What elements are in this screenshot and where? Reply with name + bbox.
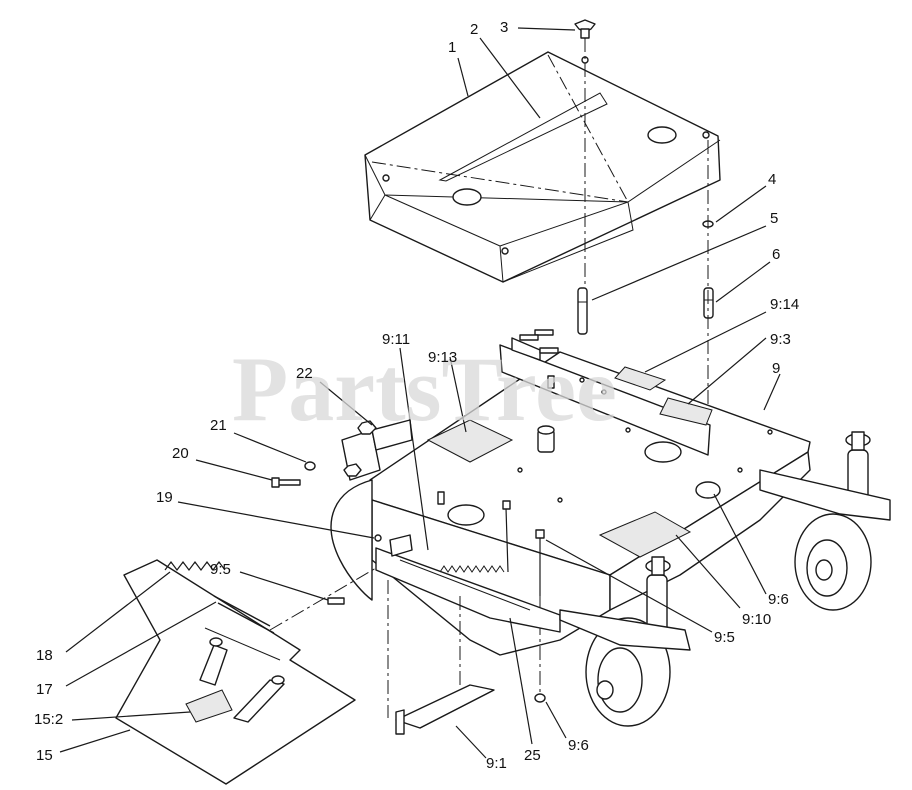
bolt-top-pair xyxy=(519,329,559,354)
spacer-pin-5 xyxy=(577,287,588,335)
caster-wheel-left xyxy=(559,556,691,727)
callout-9: 9 xyxy=(772,360,780,377)
washer-21 xyxy=(304,461,316,471)
callout-9-6-right: 9:6 xyxy=(768,591,789,608)
callout-9-11: 9:11 xyxy=(382,331,410,348)
top-cover xyxy=(364,51,721,283)
idler-plate xyxy=(695,481,721,499)
callout-9-10: 9:10 xyxy=(742,611,771,628)
nut-9-6 xyxy=(534,693,546,703)
callout-9-3: 9:3 xyxy=(770,331,791,348)
callout-4: 4 xyxy=(768,171,776,188)
hinge-rod-17 xyxy=(213,595,275,634)
callout-5: 5 xyxy=(770,210,778,227)
bolt-20 xyxy=(271,477,301,488)
decal-9-10 xyxy=(598,511,692,558)
decal-15-2 xyxy=(185,689,233,723)
deflector-bracket xyxy=(395,684,495,735)
callout-3: 3 xyxy=(500,19,508,36)
callout-9-1: 9:1 xyxy=(486,755,507,772)
callout-15: 15 xyxy=(36,747,53,764)
callout-1: 1 xyxy=(448,39,456,56)
discharge-chute xyxy=(115,559,356,785)
callout-21: 21 xyxy=(210,417,227,434)
callout-2: 2 xyxy=(470,21,478,38)
callout-15-2: 15:2 xyxy=(34,711,63,728)
caster-wheel-right xyxy=(759,431,891,611)
callout-20: 20 xyxy=(172,445,189,462)
callout-25: 25 xyxy=(524,747,541,764)
callout-9-5-left: 9:5 xyxy=(210,561,231,578)
torsion-spring-18 xyxy=(164,561,226,571)
callout-18: 18 xyxy=(36,647,53,664)
watermark-text: PartsTree xyxy=(232,338,617,440)
callout-9-6-bottom: 9:6 xyxy=(568,737,589,754)
callout-17: 17 xyxy=(36,681,53,698)
callout-9-5-right: 9:5 xyxy=(714,629,735,646)
spring-bar-25 xyxy=(439,565,505,573)
callout-9-14: 9:14 xyxy=(770,296,799,313)
bolt-9-5 xyxy=(327,597,345,605)
knob-fastener xyxy=(574,19,596,39)
callout-9-13: 9:13 xyxy=(428,349,457,366)
nut-19 xyxy=(374,534,382,542)
callout-6: 6 xyxy=(772,246,780,263)
callout-22: 22 xyxy=(296,365,313,382)
callout-19: 19 xyxy=(156,489,173,506)
front-hinge-bar xyxy=(375,534,561,633)
leader-lines xyxy=(59,27,781,759)
decal-9-13 xyxy=(426,419,514,463)
